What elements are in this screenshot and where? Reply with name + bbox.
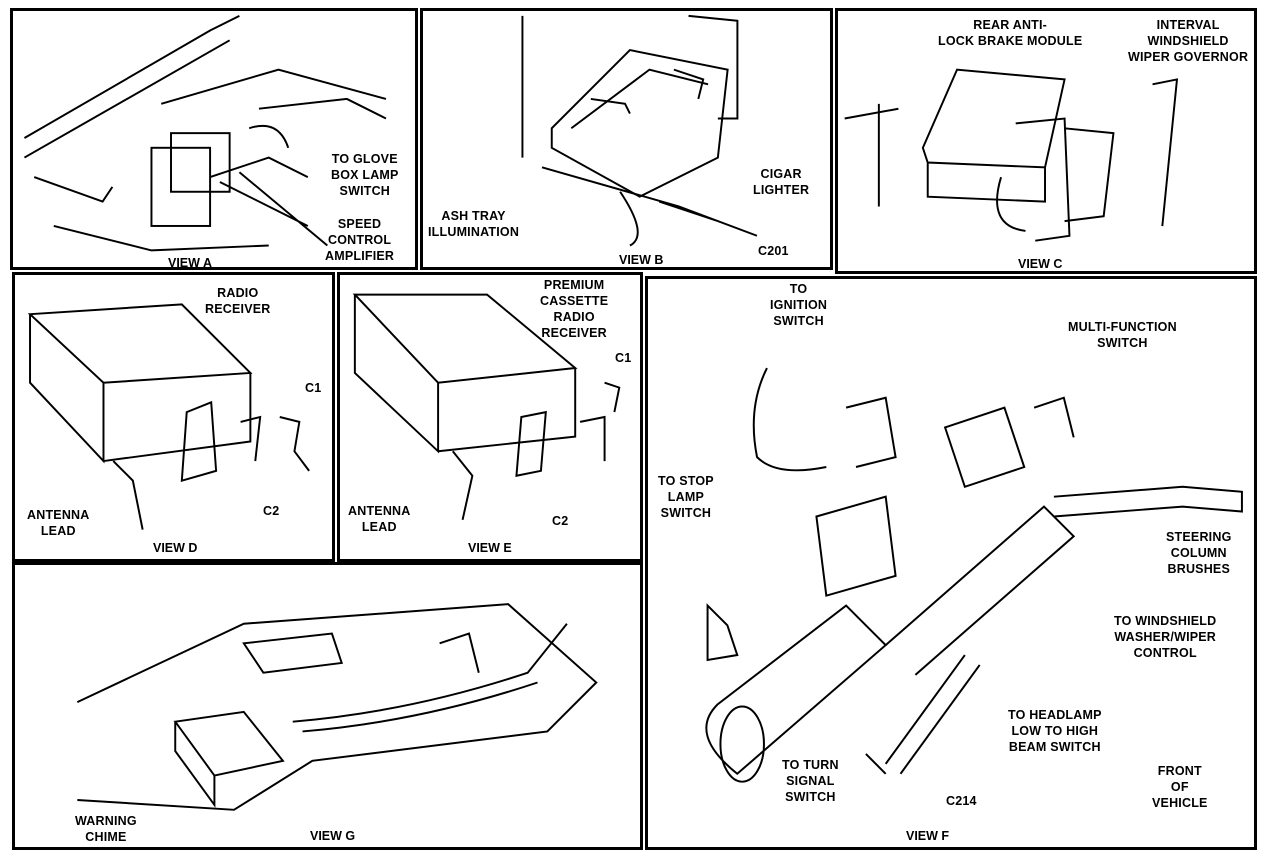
label-antenna-lead: ANTENNA LEAD <box>27 508 90 538</box>
view-e-illustration <box>352 293 621 521</box>
label-interval-windshield-wiper-governor: INTERVAL WINDSHIELD WIPER GOVERNOR <box>1128 18 1249 64</box>
label-antenna-lead: ANTENNA LEAD <box>348 504 411 534</box>
label-ash-tray-illumination: ASH TRAY ILLUMINATION <box>428 209 520 239</box>
label-to-turn-signal-switch: TO TURN SIGNAL SWITCH <box>782 758 839 804</box>
label-cigar-lighter: CIGAR LIGHTER <box>753 167 810 197</box>
view-f-illustration <box>705 367 1243 783</box>
view-f-panel: TO IGNITION SWITCH MULTI-FUNCTION SWITCH… <box>645 276 1257 850</box>
view-d-illustration <box>27 303 310 530</box>
label-to-stop-lamp-switch: TO STOP LAMP SWITCH <box>658 474 714 520</box>
view-e-title: VIEW E <box>468 541 512 555</box>
label-c1: C1 <box>305 381 322 395</box>
label-to-headlamp-low-to-high-beam-switch: TO HEADLAMP LOW TO HIGH BEAM SWITCH <box>1008 708 1102 754</box>
view-d-panel: RADIO RECEIVER C1 C2 ANTENNA LEAD VIEW D <box>12 272 335 562</box>
label-premium-cassette-radio-receiver: PREMIUM CASSETTE RADIO RECEIVER <box>540 278 609 340</box>
view-g-title: VIEW G <box>310 829 356 843</box>
view-b-illustration <box>521 14 758 247</box>
view-b-panel: ASH TRAY ILLUMINATION CIGAR LIGHTER C201… <box>420 8 833 270</box>
view-c-title: VIEW C <box>1018 257 1063 271</box>
label-speed-control-amplifier: SPEED CONTROL AMPLIFIER <box>325 217 395 263</box>
label-c214: C214 <box>946 794 977 808</box>
label-front-of-vehicle: FRONT OF VEHICLE <box>1152 764 1208 810</box>
view-g-illustration <box>76 603 598 811</box>
label-to-windshield-washer-wiper-control: TO WINDSHIELD WASHER/WIPER CONTROL <box>1114 614 1217 660</box>
label-rear-anti-lock-brake-module: REAR ANTI- LOCK BRAKE MODULE <box>938 18 1083 48</box>
view-a-title: VIEW A <box>168 256 212 270</box>
label-c201: C201 <box>758 244 789 258</box>
view-f-title: VIEW F <box>906 829 950 843</box>
view-e-panel: PREMIUM CASSETTE RADIO RECEIVER C1 C2 AN… <box>337 272 643 562</box>
label-steering-column-brushes: STEERING COLUMN BRUSHES <box>1166 530 1232 576</box>
label-multi-function-switch: MULTI-FUNCTION SWITCH <box>1068 320 1177 350</box>
view-a-illustration <box>23 15 387 252</box>
label-radio-receiver: RADIO RECEIVER <box>205 286 271 316</box>
view-d-title: VIEW D <box>153 541 198 555</box>
label-c1: C1 <box>615 351 632 365</box>
view-c-illustration <box>844 68 1179 242</box>
label-to-glove-box-lamp-switch: TO GLOVE BOX LAMP SWITCH <box>331 152 399 198</box>
label-c2: C2 <box>552 514 569 528</box>
view-a-panel: TO GLOVE BOX LAMP SWITCH SPEED CONTROL A… <box>10 8 418 270</box>
label-warning-chime: WARNING CHIME <box>75 814 137 844</box>
view-g-panel: WARNING CHIME VIEW G <box>12 562 643 850</box>
label-c2: C2 <box>263 504 280 518</box>
view-c-panel: REAR ANTI- LOCK BRAKE MODULE INTERVAL WI… <box>835 8 1257 274</box>
label-to-ignition-switch: TO IGNITION SWITCH <box>770 282 828 328</box>
view-b-title: VIEW B <box>619 253 664 267</box>
